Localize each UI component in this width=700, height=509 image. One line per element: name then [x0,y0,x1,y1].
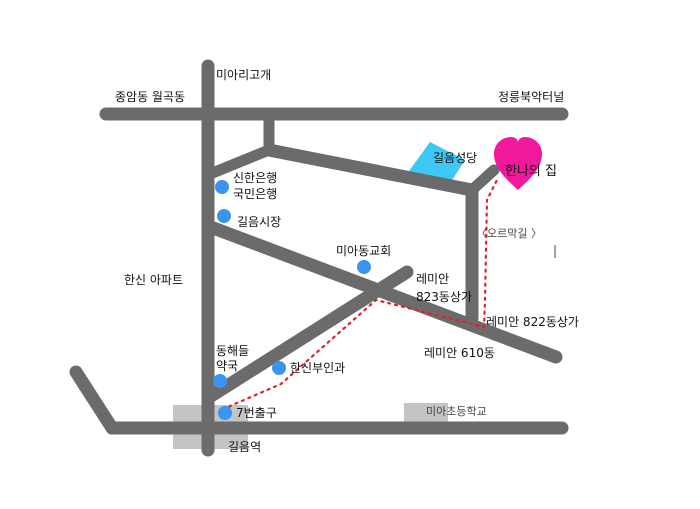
remian-610-label: 레미안 610동 [424,346,495,360]
walking-route [224,178,499,415]
remian-822-label: 레미안 822동상가 [486,315,579,329]
road-bottom-left-diagonal [69,365,119,435]
alley-label: 〈오르막길 〉 [476,227,542,240]
bank-label-2: 국민은행 [233,186,277,201]
miadong-church-label: 미아동교회 [336,244,391,258]
hansin-bldg-marker [272,361,286,375]
pharmacy-label-1: 동해들 [216,344,249,358]
remian-823-label-2: 823동상가 [416,290,472,304]
exit-marker [218,406,232,420]
hansin-bldg-label: 한신부인과 [290,361,345,375]
road-upper-diagonal [204,144,275,180]
road-to-church [262,143,479,197]
top-right-road-label: 정릉북악터널 [498,90,564,104]
remian-823-label-1: 레미안 [416,272,449,286]
school-label: 미아초등학교 [426,405,487,418]
top-road-label: 미아리고개 [216,68,271,82]
bank-label-1: 신한은행 [233,170,277,185]
miadong-church-marker [357,260,371,274]
bank-marker [215,180,229,194]
home-heart-icon [494,137,542,190]
hansin-apt-label: 한신 아파트 [124,273,183,287]
church-label: 길음성당 [433,151,477,165]
home-label: 한나의 집 [505,164,557,179]
road-cross-diagonal [201,265,414,405]
market-label: 길음시장 [237,215,281,229]
road-home-spur [466,164,500,196]
top-left-road-label: 종암동 월곡동 [115,90,185,104]
pharmacy-label-2: 약국 [216,358,238,373]
school-block [404,403,448,422]
exit-label: 7번출구 [236,406,277,420]
market-marker [217,209,231,223]
pharmacy-marker [213,374,227,388]
station-label: 길음역 [228,440,261,454]
